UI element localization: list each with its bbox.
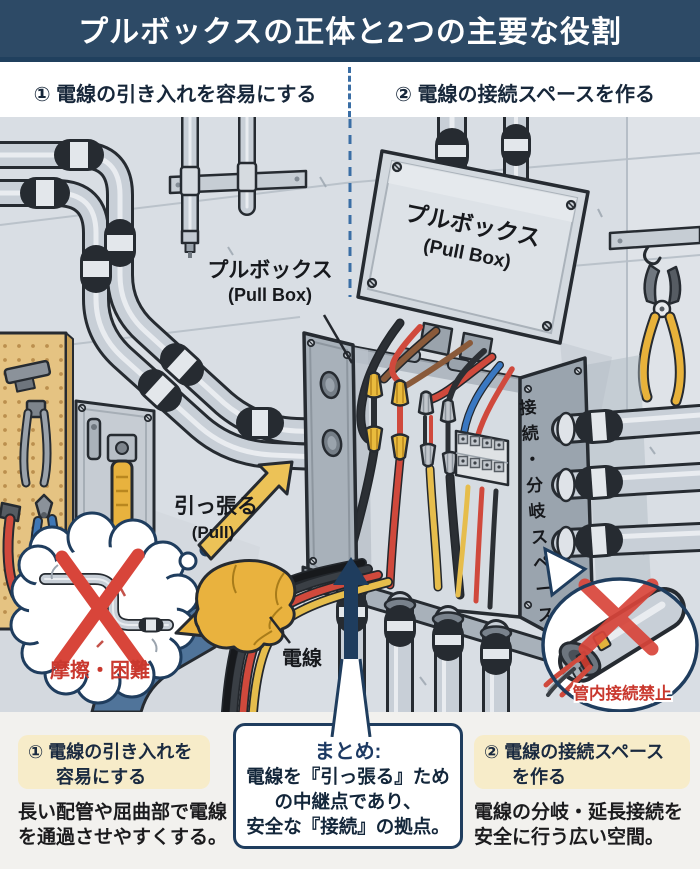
- side-char: 接: [519, 397, 538, 418]
- role1-body-line1: 長い配管や屈曲部で電線: [18, 802, 228, 823]
- bent-conduit-icon: [39, 573, 174, 633]
- side-char: ・: [523, 449, 542, 469]
- title-bar: プルボックスの正体と2つの主要な役割: [0, 0, 700, 62]
- illustration-scene: プルボックス (Pull Box): [0, 117, 700, 712]
- x-mark-icon: [53, 548, 147, 672]
- pointer-line: [269, 616, 291, 644]
- pull-label-en: (Pull): [192, 523, 235, 542]
- role2-body-line2: 安全に行う広い空間。: [474, 827, 665, 849]
- callout-caption: 管内接続禁止: [573, 683, 672, 703]
- page-title: プルボックスの正体と2つの主要な役割: [78, 15, 622, 49]
- role1-body-line2: を通過させやすくする。: [18, 827, 228, 849]
- summary-line2: の中継点であり、: [274, 791, 422, 813]
- pull-box-lid: プルボックス (Pull Box): [356, 149, 590, 345]
- pliers-icon: [637, 263, 686, 407]
- summary-pointer: [330, 658, 372, 737]
- conduit-pipes-top-center: [168, 117, 308, 258]
- terminal-block: [454, 429, 510, 487]
- conduit-pipes-right: [551, 404, 700, 561]
- role2-body: 電線の分岐・延長接続を 安全に行う広い空間。: [474, 800, 699, 851]
- tool-rail: [608, 225, 700, 266]
- role2-body-line1: 電線の分岐・延長接続を: [474, 802, 684, 823]
- cloud-caption: 摩擦・困難: [50, 658, 150, 682]
- wire-connectors: [364, 371, 510, 487]
- role1-title-line1: ① 電線の引き入れを: [28, 742, 193, 762]
- pipe-couplings: [20, 139, 284, 439]
- interior-wires: [341, 318, 515, 610]
- side-char: 分: [525, 475, 544, 495]
- friction-thought-cloud: 摩擦・困難: [9, 511, 213, 705]
- no-splice-callout: 管内接続禁止: [541, 546, 699, 712]
- conduit-cutaway-icon: [543, 587, 686, 698]
- box-pointer-label-en: (Pull Box): [228, 285, 312, 305]
- summary-line1: 電線を『引っ張る』ため: [246, 766, 450, 787]
- box-pointer-label-ja: プルボックス: [207, 259, 332, 282]
- pull-label-ja: 引っ張る: [174, 495, 258, 518]
- pull-arrow-icon: [197, 460, 294, 561]
- x-mark-icon: [578, 578, 659, 656]
- gray-pliers-icon: [19, 399, 52, 488]
- side-char: 岐: [528, 500, 548, 521]
- header-right: ② 電線の接続スペースを作る: [394, 84, 656, 106]
- yellow-handle-tool-icon: [106, 433, 138, 539]
- pointer-line: [322, 314, 354, 364]
- conduit-pipes-top-left: [0, 139, 376, 473]
- role2-title-line2: を作る: [512, 767, 566, 788]
- summary-line3: 安全な『接続』の拠点。: [246, 816, 450, 838]
- side-char: ス: [530, 527, 549, 547]
- summary-heading: まとめ:: [314, 741, 382, 763]
- header-left: ① 電線の引き入れを容易にする: [33, 84, 317, 106]
- dashed-divider: [348, 67, 351, 117]
- role1-body: 長い配管や屈曲部で電線 を通過させやすくする。: [18, 800, 243, 851]
- annotation-labels: プルボックス (Pull Box) 引っ張る (Pull) 電線: [174, 259, 354, 670]
- wire-label: 電線: [282, 646, 322, 670]
- summary-box: まとめ: 電線を『引っ張る』ため の中継点であり、 安全な『接続』の拠点。: [233, 723, 463, 849]
- pull-box-left-flange: [302, 331, 359, 603]
- role2-title-line1: ② 電線の接続スペース: [484, 742, 665, 762]
- side-char: ー: [535, 579, 554, 599]
- role2-title-box: ② 電線の接続スペース を作る: [474, 735, 690, 789]
- up-arrow-icon: [333, 557, 369, 662]
- hook-icon: [643, 245, 662, 266]
- clamp-tool-icon: [3, 359, 52, 393]
- role1-title-box: ① 電線の引き入れを 容易にする: [18, 735, 210, 789]
- gloved-hand: [174, 559, 297, 654]
- role1-title-line2: 容易にする: [56, 767, 147, 788]
- side-char: 続: [521, 423, 540, 444]
